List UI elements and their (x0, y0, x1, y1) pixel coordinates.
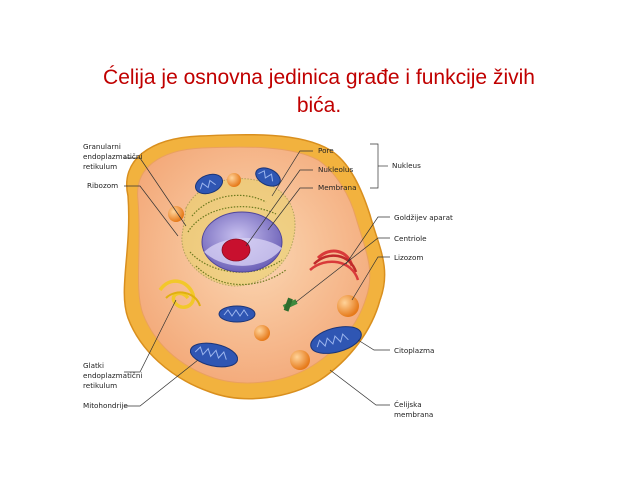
label-golgi: Goldžijev aparat (394, 213, 453, 222)
label-cytoplasm: Citoplazma (394, 346, 434, 355)
label-granular-er-1: Granularni (83, 142, 121, 151)
lysosomes (168, 173, 359, 370)
label-pore: Pore (318, 146, 334, 155)
label-smooth-er-2: endoplazmatični (83, 371, 142, 380)
leader-lines (124, 143, 390, 407)
labels: Granularni endoplazmatični retikulum Rib… (83, 142, 453, 419)
label-mitochondria: Mitohondrije (83, 401, 128, 410)
mitochondria (189, 167, 362, 368)
label-cell-membrane-2: membrana (394, 410, 433, 419)
label-lysosome: Lizozom (394, 253, 423, 262)
nucleus (201, 211, 283, 273)
smooth-er (158, 279, 201, 309)
label-granular-er-3: retikulum (83, 162, 117, 171)
label-smooth-er-1: Glatki (83, 361, 104, 370)
label-centrioles: Centriole (394, 234, 427, 243)
label-granular-er-2: endoplazmatični (83, 152, 142, 161)
label-nucleolus: Nukleolus (318, 165, 353, 174)
title-line-2: bića. (296, 94, 342, 117)
label-nucleus: Nukleus (392, 161, 421, 170)
label-cell-membrane-1: Ćelijska (394, 400, 422, 409)
nucleolus (221, 238, 251, 262)
slide-title: Ćelija je osnovna jedinica građe i funkc… (0, 64, 638, 120)
label-smooth-er-3: retikulum (83, 381, 117, 390)
title-line-1: Ćelija je osnovna jedinica građe i funkc… (103, 66, 535, 89)
golgi-apparatus (309, 249, 360, 281)
label-membrane: Membrana (318, 183, 357, 192)
label-ribosome: Ribozom (87, 181, 118, 190)
centrioles (282, 297, 298, 312)
